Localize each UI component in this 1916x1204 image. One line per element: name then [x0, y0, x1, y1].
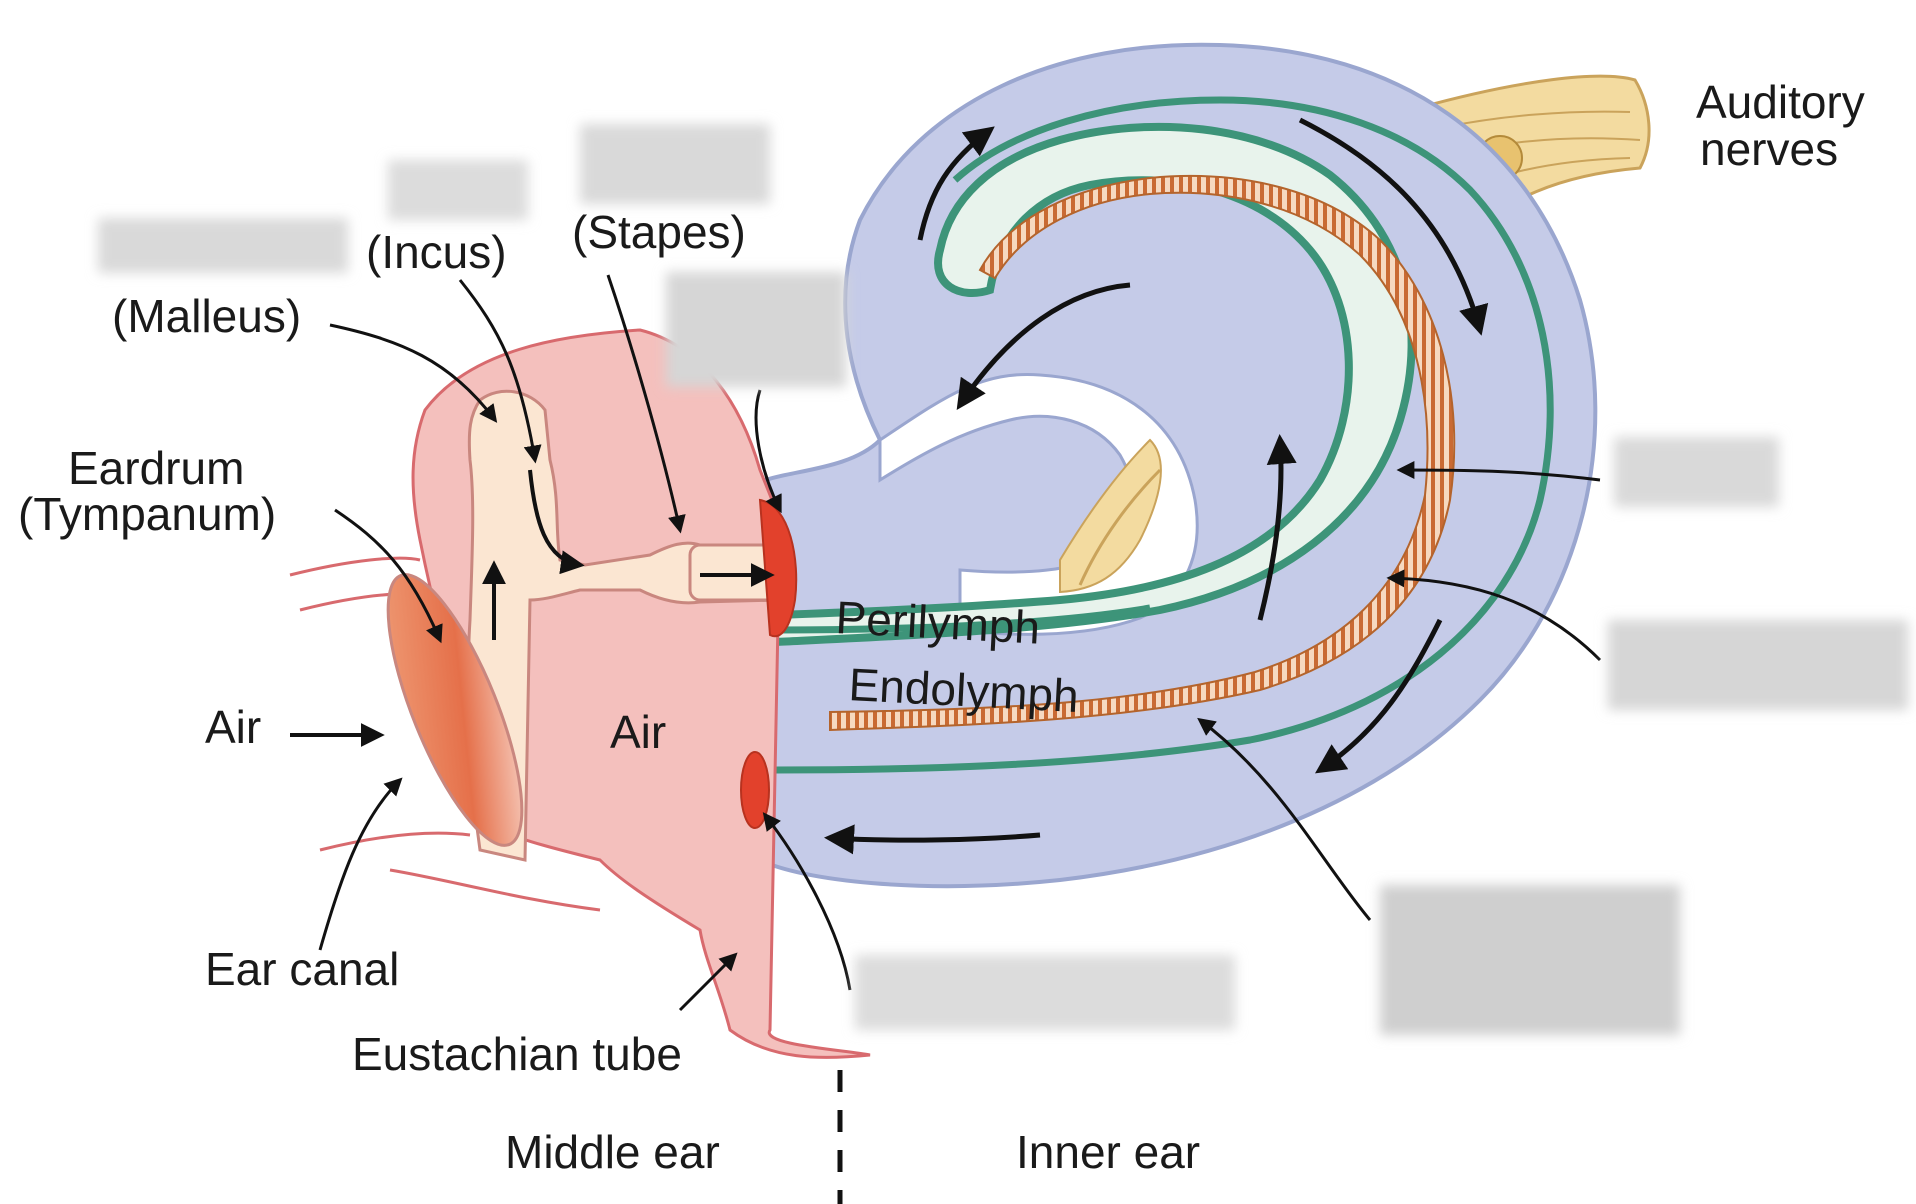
label-air-outer: Air — [205, 701, 261, 753]
redacted-round-window-label — [855, 955, 1235, 1030]
label-perilymph: Perilymph — [834, 591, 1041, 654]
label-inner-ear: Inner ear — [1016, 1126, 1200, 1178]
cochlea — [760, 45, 1595, 886]
redacted-tectorial-label — [1380, 885, 1680, 1035]
redacted-basilar-label — [1614, 437, 1779, 507]
redacted-hammer-label — [98, 218, 348, 273]
label-middle-ear: Middle ear — [505, 1126, 720, 1178]
label-eardrum-line2: (Tympanum) — [18, 488, 276, 540]
label-incus: (Incus) — [366, 226, 507, 278]
label-eustachian-tube: Eustachian tube — [352, 1028, 682, 1080]
label-ear-canal: Ear canal — [205, 943, 399, 995]
label-auditory-line2: nerves — [1700, 123, 1838, 175]
label-auditory-line1: Auditory — [1696, 76, 1865, 128]
label-stapes: (Stapes) — [572, 206, 746, 258]
redacted-stirrup-label — [580, 124, 770, 204]
redacted-anvil-label — [388, 160, 528, 220]
label-eardrum-line1: Eardrum — [68, 442, 244, 494]
redacted-oval-window-label — [666, 272, 846, 387]
redacted-hair-cells-label — [1608, 620, 1908, 710]
label-malleus: (Malleus) — [112, 290, 301, 342]
label-air-middle: Air — [610, 706, 666, 758]
